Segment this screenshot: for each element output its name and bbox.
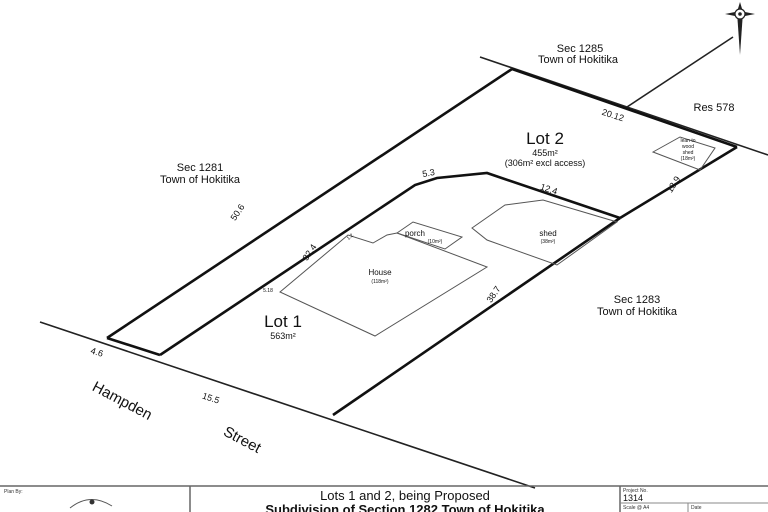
house-label: House bbox=[368, 268, 392, 277]
shed-area: (38m²) bbox=[541, 239, 556, 245]
leanto-line1: lean to bbox=[680, 138, 695, 144]
res578-boundary bbox=[626, 36, 734, 108]
lot2-label: Lot 2 bbox=[526, 129, 564, 148]
lot1-label: Lot 1 bbox=[264, 312, 302, 331]
lot2-note: (306m² excl access) bbox=[505, 158, 586, 168]
title-line2: Subdivision of Section 1282 Town of Hoki… bbox=[265, 502, 545, 512]
porch-outline bbox=[395, 221, 464, 250]
street-frontage-line bbox=[39, 321, 536, 489]
shed-outline bbox=[471, 199, 619, 266]
north-arrow-icon bbox=[725, 2, 755, 55]
dim-5-18: 5.18 bbox=[263, 288, 273, 294]
res578-label: Res 578 bbox=[694, 102, 735, 114]
sec1285-town: Town of Hokitika bbox=[538, 54, 619, 66]
dim-5-3: 5.3 bbox=[421, 167, 435, 179]
sec1283-label: Sec 1283 bbox=[614, 294, 660, 306]
leanto-line2: wood bbox=[682, 144, 694, 150]
date-label: Date bbox=[691, 505, 702, 511]
dim-4-6: 4.6 bbox=[89, 345, 104, 358]
house-outline bbox=[279, 232, 489, 337]
dim-12-4: 12.4 bbox=[539, 182, 559, 197]
company-logo-icon bbox=[69, 499, 113, 509]
lot1-right-boundary-38-7 bbox=[332, 216, 621, 417]
street-name-word2: Street bbox=[220, 423, 264, 457]
dim-20-12: 20.12 bbox=[601, 107, 626, 123]
scale-label: Scale @ A4 bbox=[623, 505, 649, 511]
shed-label: shed bbox=[539, 229, 556, 238]
lot1-lot2-boundary bbox=[159, 171, 621, 357]
left-boundary-50-6 bbox=[106, 67, 513, 340]
sec1281-town: Town of Hokitika bbox=[160, 174, 241, 186]
street-name-word1: Hampden bbox=[89, 378, 154, 424]
porch-label: porch bbox=[405, 229, 425, 238]
project-no-label: Project No. bbox=[623, 488, 648, 494]
dim-13-9: 13.9 bbox=[665, 174, 683, 194]
dim-1-2: 1.2 bbox=[346, 233, 355, 242]
leanto-line4: (18m²) bbox=[681, 156, 696, 162]
plan-by-label: Plan By: bbox=[4, 489, 23, 495]
sec1283-town: Town of Hokitika bbox=[597, 306, 678, 318]
house-area: (118m²) bbox=[371, 279, 388, 285]
access-frontage bbox=[106, 336, 161, 357]
leanto-shed-outline bbox=[651, 136, 716, 171]
lot2-area: 455m² bbox=[532, 148, 558, 158]
sec1285-label: Sec 1285 bbox=[557, 43, 603, 55]
lot2-top-boundary bbox=[511, 67, 738, 149]
title-block bbox=[0, 485, 768, 512]
leanto-line3: shed bbox=[683, 150, 694, 156]
lot1-area: 563m² bbox=[270, 331, 296, 341]
porch-area: (10m²) bbox=[428, 239, 443, 245]
sec1281-label: Sec 1281 bbox=[177, 162, 223, 174]
project-no-value: 1314 bbox=[623, 493, 643, 503]
lot2-right-boundary-13-9 bbox=[619, 145, 738, 220]
dim-50-6: 50.6 bbox=[228, 202, 246, 222]
dim-15-5: 15.5 bbox=[201, 391, 221, 406]
title-line1: Lots 1 and 2, being Proposed bbox=[320, 488, 490, 503]
